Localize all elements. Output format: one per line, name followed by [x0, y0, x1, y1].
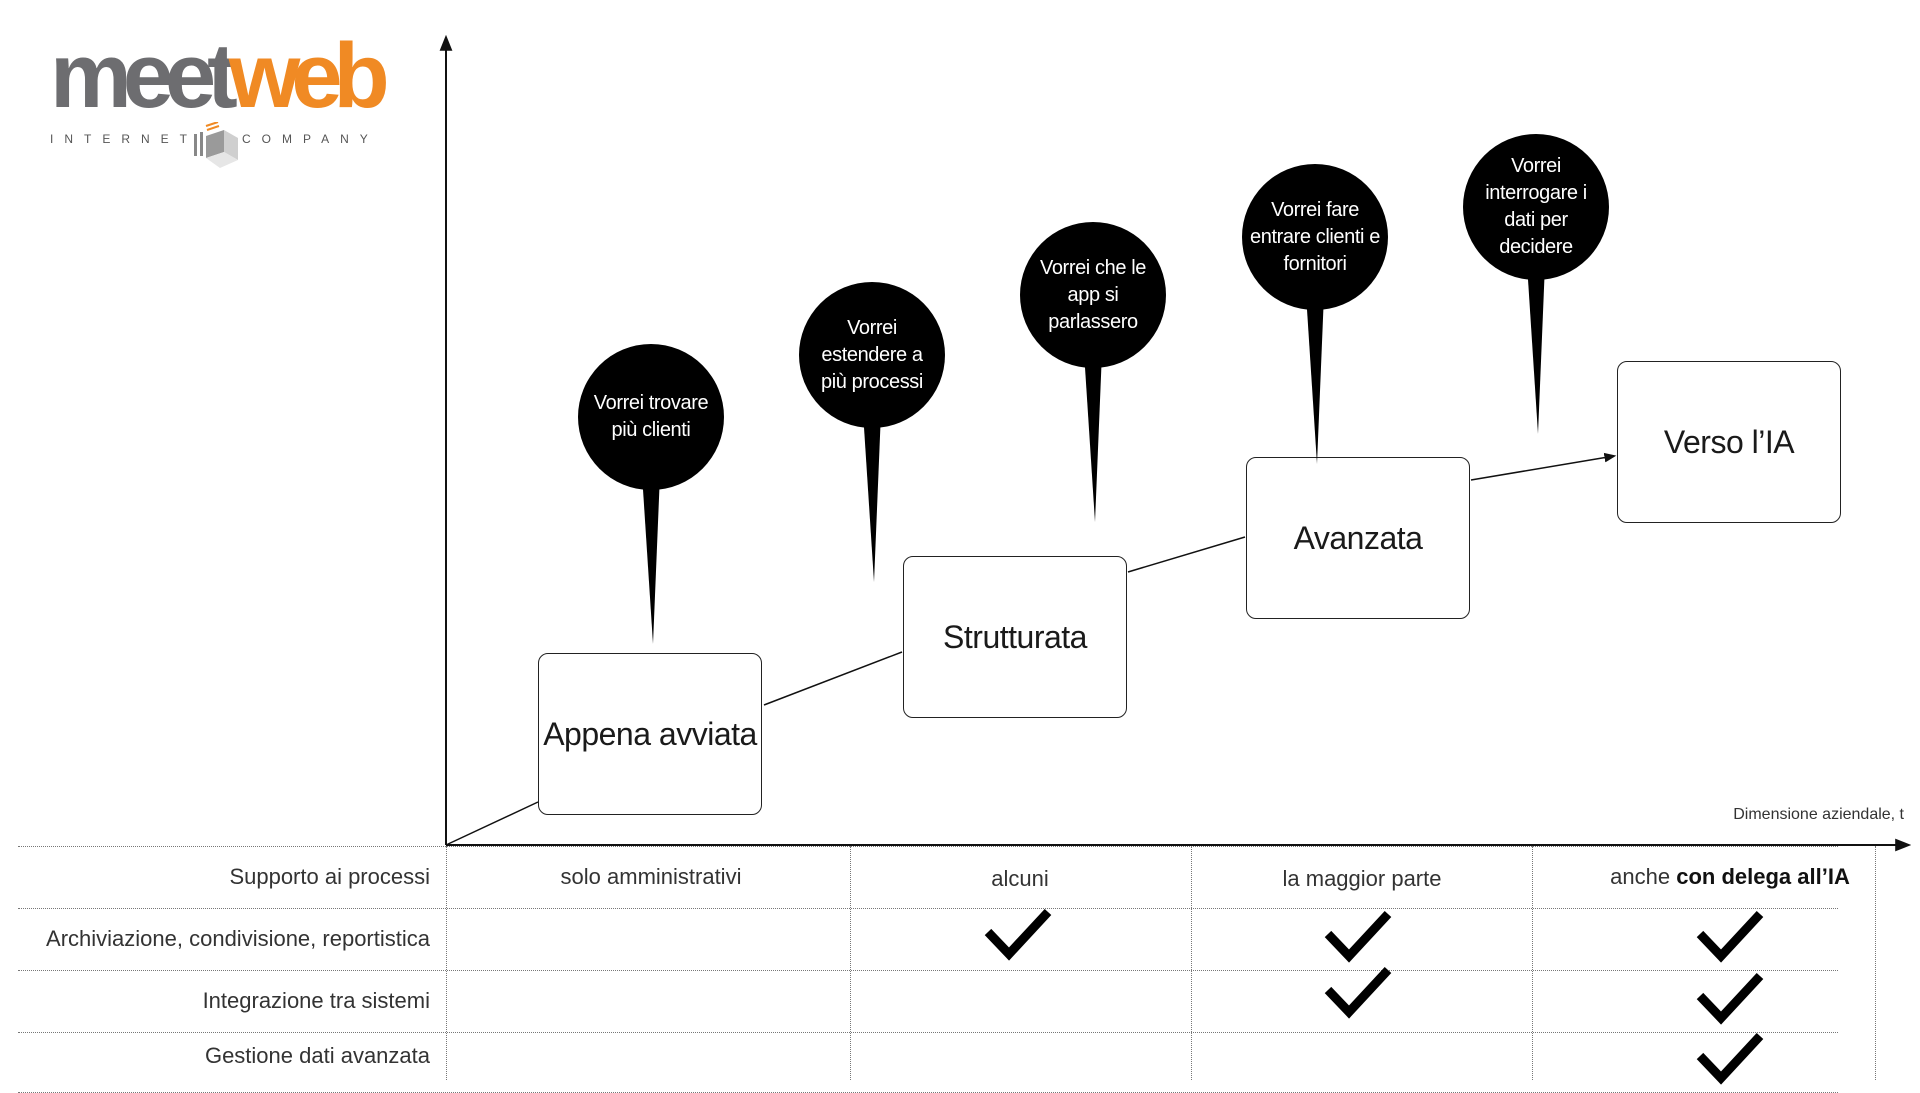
pin-shape — [1020, 222, 1166, 522]
cell-supporto-col3: la maggior parte — [1282, 866, 1442, 891]
row-label-gestione-dati: Gestione dati avanzata — [204, 1043, 430, 1068]
pin-trovare-clienti: Vorrei trovare più clienti — [576, 344, 726, 644]
cell-supporto-col4: anche con delega all’IA — [1610, 864, 1850, 890]
check-icon — [1324, 910, 1392, 963]
cell-supporto-col1: solo amministrativi — [560, 864, 742, 889]
table-column-rule — [850, 846, 851, 1080]
connector-stage2-stage3 — [1127, 536, 1246, 573]
pin-text: Vorrei trovare più clienti — [593, 392, 709, 441]
table-column-rule — [1191, 846, 1192, 1080]
connector-origin-stage1 — [445, 801, 539, 846]
logo-wordmark-web: web — [228, 25, 390, 127]
check-icon — [1696, 972, 1764, 1025]
check-icon — [1324, 966, 1392, 1019]
table-rule — [18, 970, 1838, 971]
cell-supporto-col4-bold: con delega all’IA — [1676, 864, 1850, 889]
stage-box-verso-ia: Verso l’IA — [1617, 361, 1841, 523]
pin-shape — [1463, 134, 1609, 434]
pin-shape — [578, 344, 724, 644]
x-axis-label: Dimensione aziendale, t — [1733, 806, 1904, 823]
pin-clienti-fornitori: Vorrei fare entrare clienti e fornitori — [1240, 164, 1390, 464]
cell-supporto-col4-prefix: anche — [1610, 864, 1677, 889]
logo-cube-icon — [194, 122, 238, 168]
pin-shape — [1242, 164, 1388, 464]
stage-box-avanzata: Avanzata — [1246, 457, 1470, 619]
check-icon — [1696, 910, 1764, 963]
table-column-rule — [1532, 846, 1533, 1080]
connector-stage3-stage4 — [1470, 452, 1617, 481]
pin-text: Vorrei interrogare i dati per decidere — [1485, 155, 1587, 258]
table-column-rule — [1875, 846, 1876, 1080]
logo-wordmark-meet: meet — [50, 25, 238, 127]
check-icon — [984, 908, 1052, 961]
row-label-integrazione: Integrazione tra sistemi — [202, 988, 430, 1013]
pin-estendere-processi: Vorrei estendere a più processi — [797, 282, 947, 582]
pin-app-parlassero: Vorrei che le app si parlassero — [1018, 222, 1168, 522]
table-rule — [18, 908, 1838, 909]
connector-stage1-stage2 — [763, 651, 903, 706]
table-rule — [18, 1032, 1838, 1033]
pin-interrogare-dati: Vorrei interrogare i dati per decidere — [1461, 134, 1611, 434]
pin-text: Vorrei fare entrare clienti e fornitori — [1250, 198, 1380, 275]
table-rule — [18, 846, 1838, 847]
logo-tagline-internet: INTERNET — [50, 132, 198, 146]
row-label-archiviazione: Archiviazione, condivisione, reportistic… — [46, 926, 430, 951]
pin-shape — [799, 282, 945, 582]
pin-text: Vorrei che le app si parlassero — [1040, 256, 1146, 333]
row-label-supporto-processi: Supporto ai processi — [229, 864, 430, 889]
stage-box-strutturata: Strutturata — [903, 556, 1127, 718]
logo-tagline-company: COMPANY — [242, 132, 379, 146]
logo-wordmark: meetweb — [50, 30, 390, 122]
stage-box-appena-avviata: Appena avviata — [538, 653, 762, 815]
cell-supporto-col2: alcuni — [991, 866, 1049, 891]
meetweb-logo: meetweb INTERNET COMPANY — [40, 30, 390, 190]
table-column-rule — [446, 846, 447, 1080]
pin-text: Vorrei estendere a più processi — [821, 316, 923, 393]
check-icon — [1696, 1032, 1764, 1085]
